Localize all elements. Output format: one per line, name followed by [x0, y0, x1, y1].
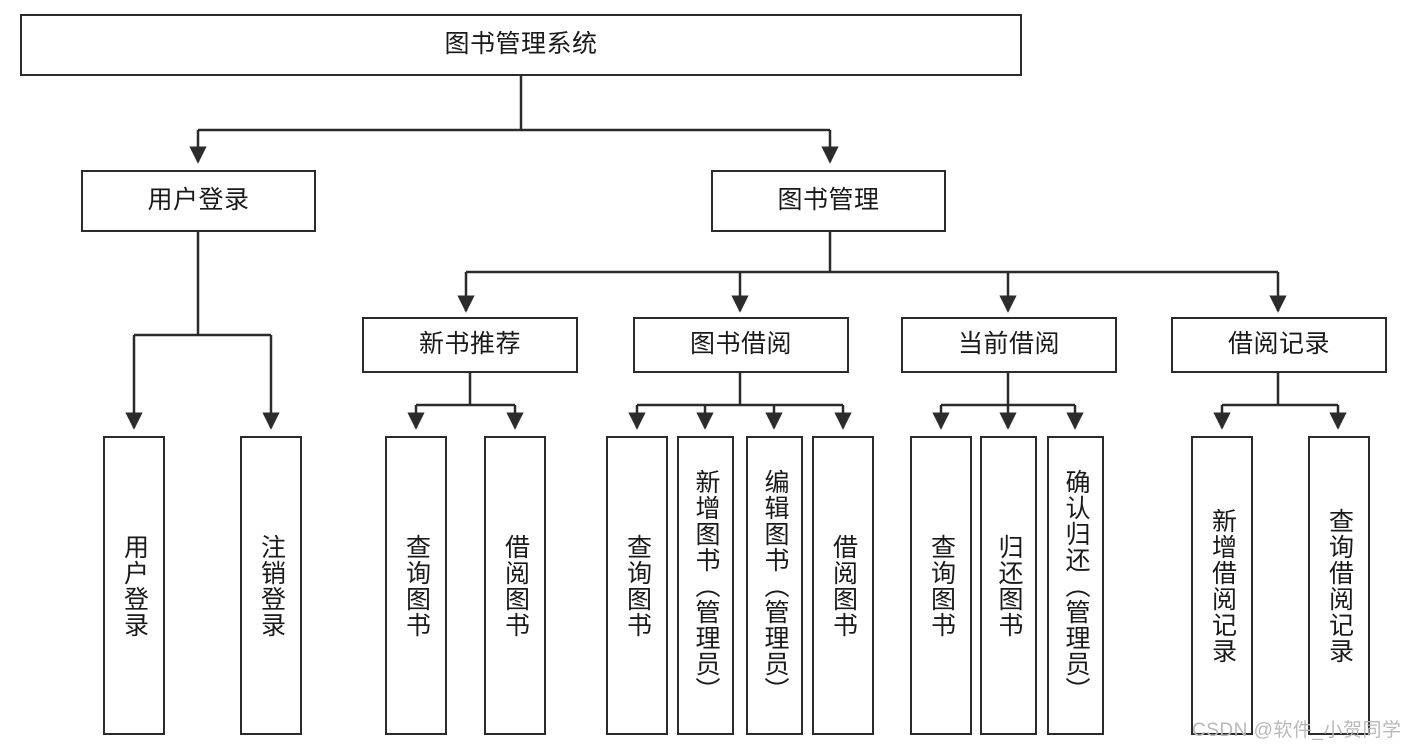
- node-leaf-user-login[interactable]: 用户登录: [103, 436, 165, 735]
- node-leaf-edit-book-admin[interactable]: 编辑图书（管理员）: [746, 436, 803, 735]
- node-root-system[interactable]: 图书管理系统: [20, 14, 1022, 76]
- node-book-management[interactable]: 图书管理: [711, 170, 946, 232]
- node-label: 图书管理系统: [444, 30, 598, 59]
- node-label: 新增借阅记录: [1208, 507, 1237, 664]
- node-label: 用户登录: [120, 533, 149, 638]
- node-label: 图书管理: [777, 186, 880, 215]
- node-label: 查询借阅记录: [1325, 507, 1354, 664]
- node-leaf-borrow-book[interactable]: 借阅图书: [812, 436, 874, 735]
- node-new-book-recommend[interactable]: 新书推荐: [362, 317, 578, 373]
- node-leaf-logout[interactable]: 注销登录: [240, 436, 302, 735]
- node-leaf-add-borrow-record[interactable]: 新增借阅记录: [1191, 436, 1253, 735]
- node-label: 确认归还（管理员）: [1062, 468, 1090, 703]
- node-label: 查询图书: [402, 533, 431, 638]
- node-label: 用户登录: [147, 186, 250, 215]
- node-book-borrow[interactable]: 图书借阅: [633, 317, 849, 373]
- node-label: 查询图书: [623, 533, 652, 638]
- node-leaf-query-book-current[interactable]: 查询图书: [910, 436, 972, 735]
- node-label: 编辑图书（管理员）: [761, 468, 789, 703]
- node-label: 新书推荐: [418, 330, 521, 359]
- node-leaf-query-book-borrow[interactable]: 查询图书: [606, 436, 668, 735]
- node-label: 借阅图书: [501, 533, 530, 638]
- node-label: 归还图书: [995, 533, 1023, 638]
- node-leaf-query-book-recommend[interactable]: 查询图书: [385, 436, 447, 735]
- node-borrow-record[interactable]: 借阅记录: [1171, 317, 1387, 373]
- node-user-login[interactable]: 用户登录: [81, 170, 316, 232]
- node-leaf-add-book-admin[interactable]: 新增图书（管理员）: [677, 436, 734, 735]
- node-label: 当前借阅: [957, 330, 1060, 359]
- node-leaf-return-book[interactable]: 归还图书: [980, 436, 1037, 735]
- node-label: 借阅图书: [829, 533, 858, 638]
- node-leaf-query-borrow-record[interactable]: 查询借阅记录: [1308, 436, 1370, 735]
- node-label: 借阅记录: [1227, 330, 1330, 359]
- csdn-watermark: CSDN @软件_小贺同学: [1192, 720, 1402, 741]
- node-label: 新增图书（管理员）: [692, 468, 720, 703]
- node-label: 查询图书: [927, 533, 956, 638]
- node-leaf-confirm-return-admin[interactable]: 确认归还（管理员）: [1047, 436, 1104, 735]
- node-label: 图书借阅: [689, 330, 792, 359]
- node-label: 注销登录: [257, 533, 286, 638]
- node-current-borrow[interactable]: 当前借阅: [901, 317, 1117, 373]
- node-leaf-borrow-book-recommend[interactable]: 借阅图书: [484, 436, 546, 735]
